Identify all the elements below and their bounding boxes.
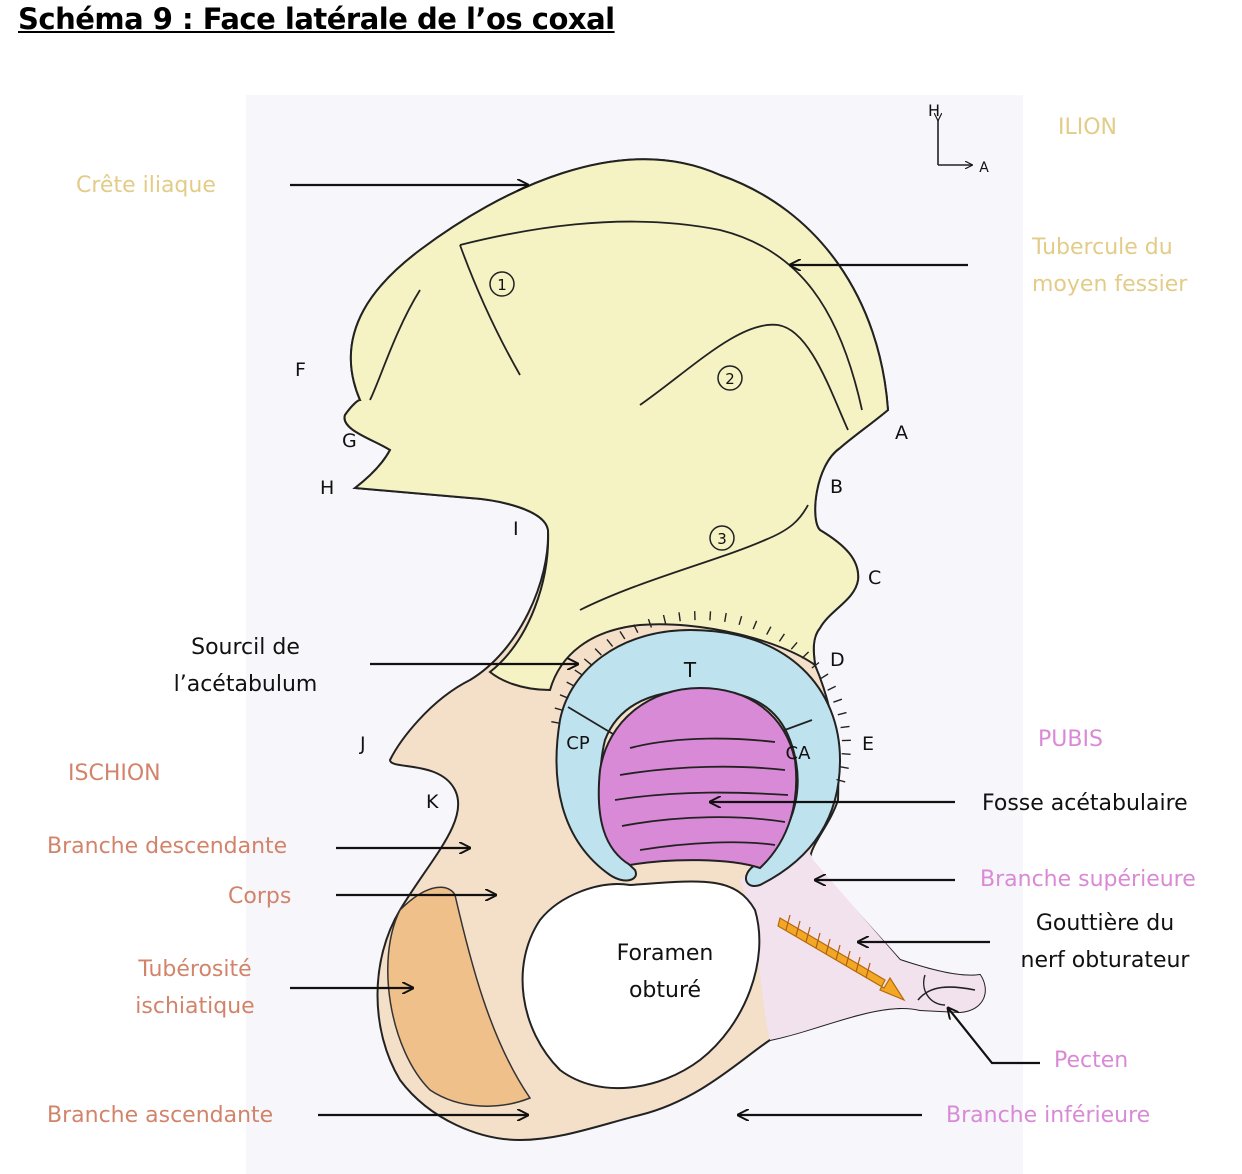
label-branche-descendante: Branche descendante: [47, 834, 288, 859]
ilion-region: [343, 158, 890, 692]
border-letter-d: D: [830, 649, 845, 671]
region-ischion: ISCHION: [68, 761, 161, 786]
rim-tick: [554, 707, 564, 712]
label-gouttiere-line1: Gouttière du: [1035, 911, 1175, 936]
acetabular-fossa: [597, 686, 798, 870]
obturator-gutter: [777, 914, 906, 1002]
rim-tick: [724, 612, 727, 623]
label-corps: Corps: [228, 884, 292, 909]
label-gouttiere-line2: nerf obturateur: [1020, 948, 1190, 973]
rim-tick: [836, 778, 846, 783]
arrow-pecten: [948, 1008, 1040, 1065]
label-branche-ascendante: Branche ascendante: [47, 1103, 274, 1128]
label-fosse-acetabulaire: Fosse acétabulaire: [982, 791, 1188, 816]
label-tubercule-line2: moyen fessier: [1032, 272, 1188, 297]
orientation-indicator: H A: [928, 101, 989, 176]
rim-tick: [801, 651, 810, 659]
rim-tick: [837, 711, 847, 716]
rim-tick: [766, 626, 772, 635]
rim-tick: [778, 633, 785, 642]
rim-tick: [752, 620, 758, 630]
rim-tick: [811, 661, 820, 669]
rim-tick: [559, 694, 569, 699]
rim-tick: [551, 721, 561, 724]
rim-tick: [606, 638, 614, 647]
acetabulum-part-t: T: [683, 658, 697, 682]
rim-tick: [574, 669, 583, 676]
border-letter-b: B: [830, 476, 844, 498]
label-sourcil-line2: l’acétabulum: [173, 672, 318, 697]
acetabulum-part-ca: CA: [786, 743, 812, 764]
rim-tick: [839, 766, 849, 769]
label-branche-inferieure: Branche inférieure: [946, 1103, 1151, 1128]
label-tuberosite-line2: ischiatique: [135, 994, 255, 1019]
border-letter-h: H: [320, 477, 335, 499]
gluteal-line-3-marker: 3: [709, 525, 735, 551]
rim-tick: [647, 618, 653, 628]
border-letter-k: K: [426, 791, 439, 813]
fossa-lines: [614, 737, 789, 851]
acetabulum-part-cp: CP: [566, 733, 590, 754]
border-letter-c: C: [868, 567, 882, 589]
pecten-curve: [917, 986, 976, 1001]
label-tubercule-line1: Tubercule du: [1032, 235, 1173, 260]
rim-tick: [738, 616, 743, 625]
gluteal-line-1-marker: 1: [489, 271, 515, 297]
label-branche-superieure: Branche supérieure: [980, 867, 1196, 892]
gluteal-line-2-marker: 2: [717, 365, 743, 391]
gluteal-line-3-number: 3: [717, 530, 727, 548]
gluteal-line-1-number: 1: [497, 276, 507, 294]
border-letter-e: E: [862, 733, 875, 755]
region-ilion: ILION: [1058, 115, 1118, 140]
rim-tick: [790, 641, 798, 650]
acetabular-rim-hatching: [551, 611, 851, 783]
border-letter-f: F: [295, 359, 306, 381]
rim-tick: [566, 681, 575, 687]
rim-tick: [820, 673, 829, 680]
rim-tick: [662, 614, 667, 624]
orientation-up-letter: H: [928, 101, 940, 120]
rim-tick: [827, 685, 837, 691]
rim-tick: [678, 612, 681, 622]
rim-tick: [841, 753, 851, 755]
orientation-forward-letter: A: [979, 160, 989, 176]
gluteal-lines: [369, 220, 863, 611]
label-foramen-line2: obturé: [628, 978, 702, 1003]
gutter-hatching: [785, 914, 871, 979]
obturator-foramen: [521, 880, 761, 1090]
label-foramen-line1: Foramen: [616, 941, 714, 966]
rim-tick: [840, 725, 850, 729]
pecten-notch: [923, 974, 946, 1006]
label-pecten: Pecten: [1054, 1048, 1129, 1073]
rim-tick: [833, 698, 843, 703]
border-letter-g: G: [342, 430, 357, 452]
label-arrows: [290, 185, 1040, 1115]
figure-title: Schéma 9 : Face latérale de l’os coxal: [18, 2, 615, 36]
rim-tick: [619, 631, 626, 640]
label-sourcil-line1: Sourcil de: [191, 635, 300, 660]
gluteal-line-2-number: 2: [725, 370, 735, 388]
border-letter-j: J: [360, 733, 366, 755]
border-letter-a: A: [895, 422, 908, 444]
rim-tick: [583, 658, 592, 666]
label-tuberosite-line1: Tubérosité: [138, 957, 252, 982]
region-pubis: PUBIS: [1038, 727, 1103, 752]
rim-tick: [709, 611, 712, 621]
border-letter-i: I: [513, 518, 519, 540]
label-crete-iliaque: Crête iliaque: [76, 173, 216, 198]
rim-tick: [633, 624, 639, 634]
rim-tick: [594, 648, 602, 656]
